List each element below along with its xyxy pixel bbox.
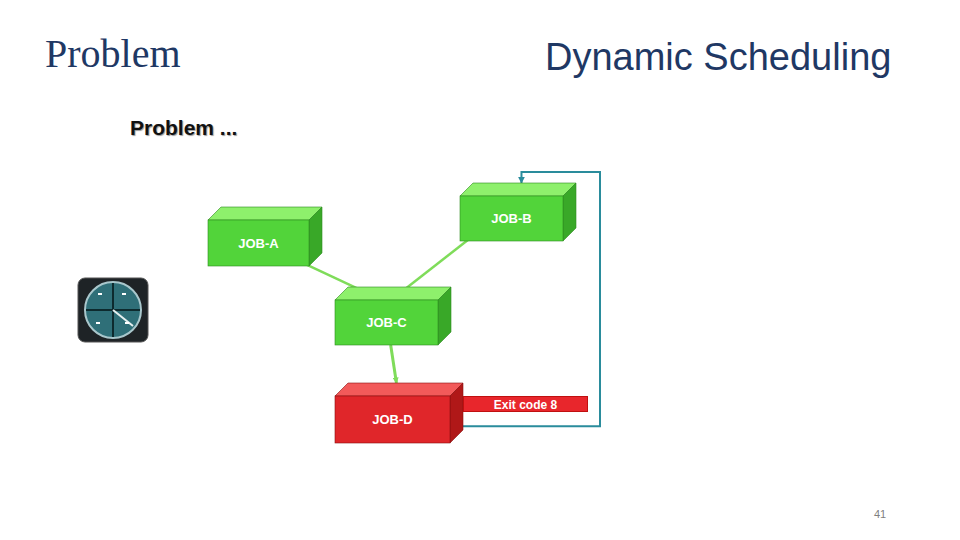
- slide-title: Dynamic Scheduling: [545, 36, 891, 79]
- clock-icon: [78, 278, 148, 342]
- box-front-face: [208, 220, 309, 266]
- box-side-face: [309, 207, 322, 266]
- box-side-face: [450, 383, 463, 443]
- page-number: 41: [874, 508, 886, 520]
- box-side-face: [563, 183, 576, 241]
- image-caption: Problem ...: [130, 116, 237, 140]
- flow-connector: [391, 345, 397, 383]
- box-top-face: [335, 383, 463, 396]
- job-box: JOB-B: [460, 183, 576, 241]
- job-box: JOB-A: [208, 207, 322, 266]
- box-front-face: [460, 196, 563, 241]
- box-side-face: [438, 287, 451, 345]
- box-top-face: [208, 207, 322, 220]
- box-front-face: [335, 300, 438, 345]
- job-name: JOB-B: [460, 196, 563, 241]
- exit-code-label: Exit code 8: [463, 396, 588, 412]
- job-name: JOB-D: [335, 396, 450, 443]
- box-top-face: [460, 183, 576, 196]
- job-box: JOB-C: [335, 287, 451, 345]
- job-box: JOB-D: [335, 383, 463, 443]
- box-top-face: [335, 287, 451, 300]
- section-heading: Problem: [45, 30, 181, 77]
- box-front-face: [335, 396, 450, 443]
- job-name: JOB-C: [335, 300, 438, 345]
- job-name: JOB-A: [208, 220, 309, 266]
